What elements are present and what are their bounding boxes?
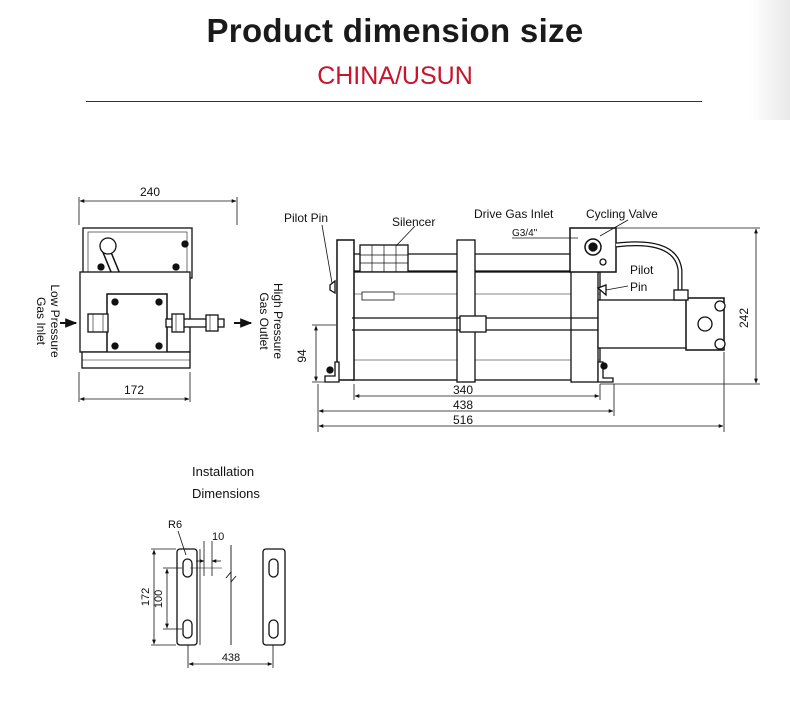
side-view <box>60 197 253 402</box>
radius-label: R6 <box>168 519 182 531</box>
installation-title-1: Installation <box>192 464 254 479</box>
pilot-label: Pilot <box>630 263 654 277</box>
dim-438-label: 438 <box>453 398 473 412</box>
bracket-spacing-label: 438 <box>222 652 240 664</box>
silencer-label: Silencer <box>392 215 435 229</box>
svg-text:High Pressure: High Pressure <box>271 283 285 359</box>
page-title: Product dimension size <box>206 12 584 49</box>
pin-label: Pin <box>630 280 647 294</box>
background-shade <box>750 0 790 120</box>
svg-text:Gas Outlet: Gas Outlet <box>257 292 271 350</box>
header-divider <box>86 101 702 102</box>
svg-text:Gas Inlet: Gas Inlet <box>34 297 48 346</box>
brand-subtitle: CHINA/USUN <box>317 62 473 90</box>
installation-title-2: Dimensions <box>192 486 260 501</box>
inlet-label: Low Pressure Gas Inlet <box>34 284 62 358</box>
drive-gas-inlet-label: Drive Gas Inlet <box>474 207 554 221</box>
front-view <box>312 219 760 432</box>
installation-drawing <box>151 530 286 668</box>
height-94-label: 94 <box>295 349 309 363</box>
pilot-pin-left-label: Pilot Pin <box>284 211 328 225</box>
outlet-label: High Pressure Gas Outlet <box>257 283 285 359</box>
side-base-label: 172 <box>124 383 144 397</box>
dim-516-label: 516 <box>453 413 473 427</box>
slot-width-label: 10 <box>212 531 224 543</box>
cycling-valve-label: Cycling Valve <box>586 207 658 221</box>
hole-spacing-label: 100 <box>153 590 165 608</box>
drive-thread-label: G3/4" <box>512 228 538 239</box>
height-242-label: 242 <box>737 308 751 328</box>
svg-text:Low Pressure: Low Pressure <box>48 284 62 358</box>
dim-340-label: 340 <box>453 383 473 397</box>
side-width-label: 240 <box>140 185 160 199</box>
outer-height-label: 172 <box>140 588 152 606</box>
